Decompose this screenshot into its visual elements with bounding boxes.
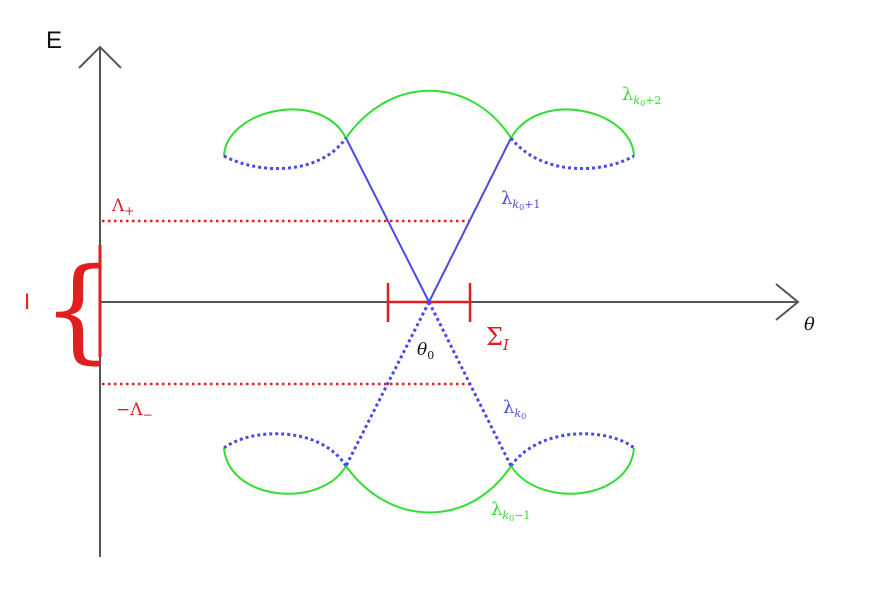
band-k0-plus2-right-arc (510, 108, 635, 157)
band-k0-minus1-label: λk0−1 (491, 499, 530, 523)
interval-brace: { (42, 245, 113, 375)
lambda-minus-label: −Λ− (116, 400, 153, 422)
band-k0-plus1-right-dotted (509, 137, 635, 170)
energy-axis-arrowhead (78, 45, 122, 69)
sigma-label: ΣI (486, 323, 510, 354)
interval-label: I (24, 289, 30, 314)
band-k0-minus1-right-arc (510, 447, 635, 495)
theta-axis-label: θ (804, 314, 815, 335)
band-k0-plus1-left-dotted (223, 137, 348, 170)
band-k0-right-dotted (509, 432, 635, 467)
theta0-label: θ0 (417, 340, 434, 362)
band-k0-minus1-middle-arc (345, 465, 512, 514)
band-k0-minus1-left-arc (223, 447, 347, 495)
band-k0-plus1-label: λk0+1 (501, 188, 540, 212)
theta-axis-arrowhead (775, 283, 800, 321)
band-k0-plus2-middle-arc (345, 89, 512, 139)
band-k0-label: λk0 (503, 397, 526, 421)
band-k0-cone-left (344, 301, 431, 467)
band-k0-cone-right (427, 301, 513, 467)
band-k0-plus2-label: λk0+2 (622, 84, 661, 108)
band-k0-left-dotted (223, 432, 348, 467)
energy-axis-label: E (46, 27, 62, 54)
lambda-plus-label: Λ+ (111, 196, 134, 218)
band-k0-plus2-left-arc (223, 108, 347, 157)
